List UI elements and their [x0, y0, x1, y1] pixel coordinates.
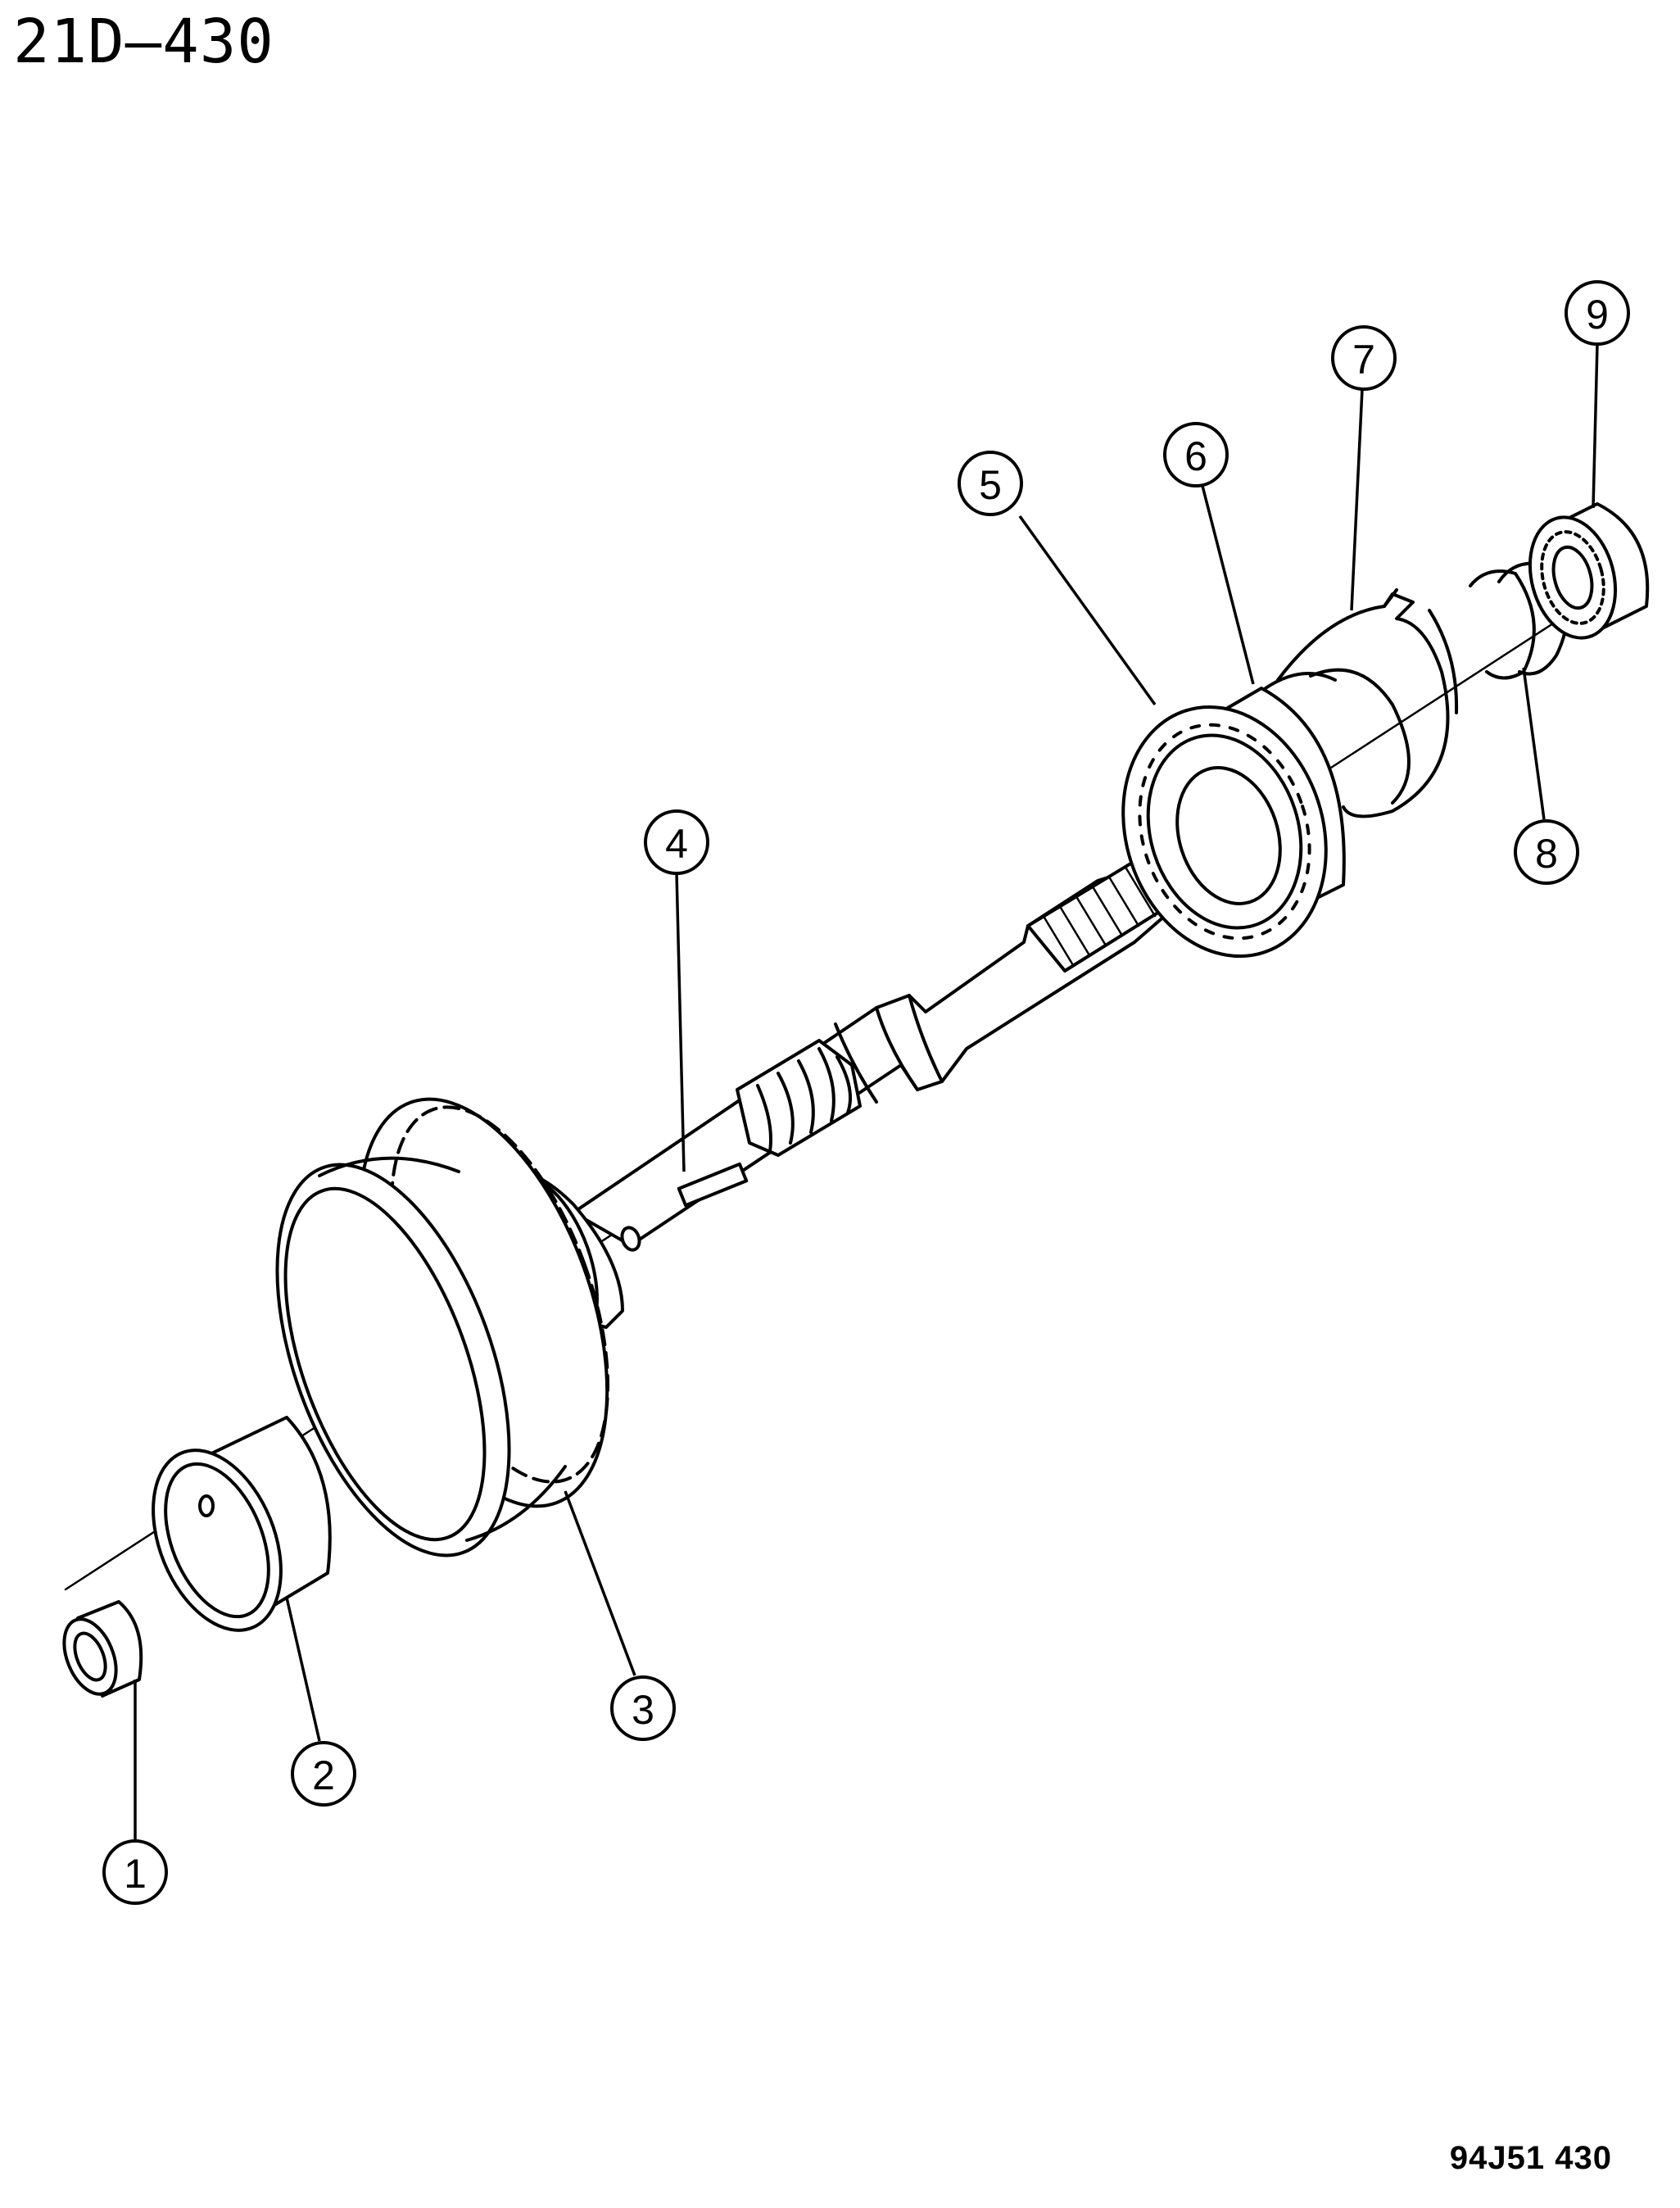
leader-7 — [1350, 388, 1364, 611]
callout-2: 2 — [291, 1741, 356, 1807]
shaft-oil-hole — [620, 1226, 641, 1252]
leader-5 — [1018, 515, 1157, 706]
main-shaft — [572, 842, 1198, 1252]
callout-6: 6 — [1163, 422, 1229, 487]
callout-3: 3 — [610, 1675, 676, 1741]
callout-8-label: 8 — [1535, 831, 1558, 877]
leader-6 — [1201, 485, 1255, 685]
part-5-ball-bearing — [1121, 687, 1346, 959]
leader-3 — [564, 1490, 636, 1676]
part-2-bushing — [152, 1416, 332, 1632]
part-9-needle-bearing — [1528, 502, 1650, 640]
leader-9 — [1592, 343, 1599, 509]
callout-1-label: 1 — [124, 1851, 147, 1897]
callout-2-label: 2 — [312, 1752, 335, 1798]
leader-8 — [1522, 667, 1546, 820]
key-slot — [677, 1162, 749, 1208]
callout-9: 9 — [1565, 280, 1630, 346]
callout-6-label: 6 — [1184, 433, 1207, 479]
callout-4: 4 — [644, 809, 709, 875]
callout-5: 5 — [958, 451, 1023, 516]
part-3-gear-assembly — [275, 1097, 624, 1557]
callout-3-label: 3 — [632, 1687, 654, 1733]
part-6-snap-ring — [1264, 672, 1337, 690]
callout-9-label: 9 — [1586, 292, 1609, 338]
part-7-retainer-clip — [1276, 588, 1459, 818]
callout-7-label: 7 — [1352, 337, 1375, 383]
worm-gear-threads — [736, 1039, 862, 1157]
callout-1: 1 — [102, 1839, 168, 1905]
callout-4-label: 4 — [665, 821, 688, 867]
callout-8: 8 — [1514, 819, 1579, 885]
page-title: 21D–430 — [13, 7, 274, 77]
callout-7: 7 — [1331, 325, 1397, 391]
leader-4 — [675, 872, 686, 1172]
leader-2 — [285, 1597, 321, 1742]
part-1-pilot-bearing — [62, 1600, 143, 1698]
figure-code: 94J51 430 — [1449, 2140, 1612, 2176]
callout-5-label: 5 — [979, 462, 1002, 508]
